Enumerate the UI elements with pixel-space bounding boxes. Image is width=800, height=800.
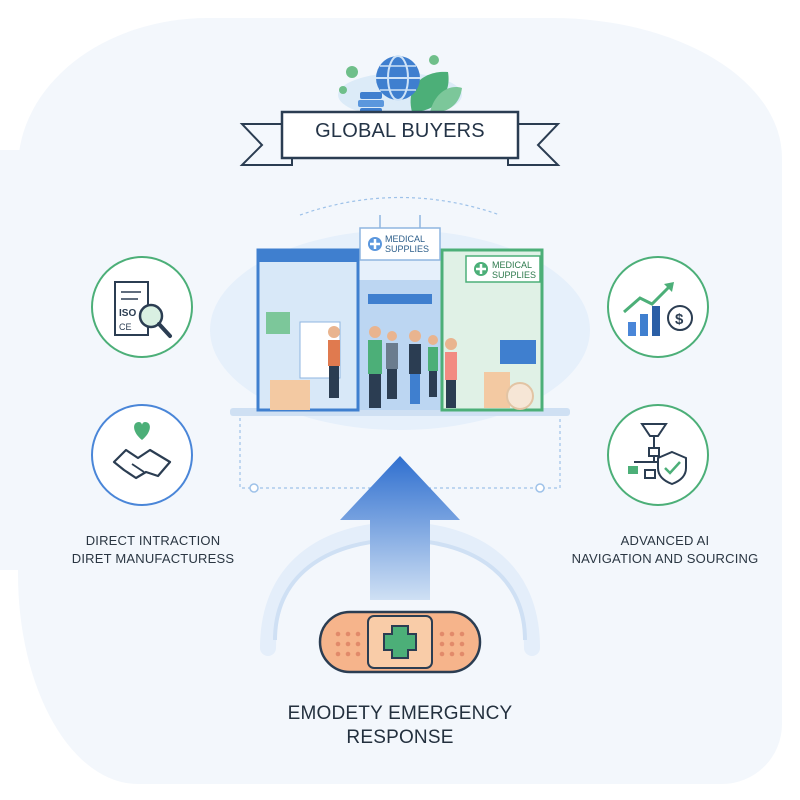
right-feature-line-2: NAVIGATION AND SOURCING (571, 551, 759, 566)
funnel-network-icon (628, 423, 668, 479)
banner-ribbon (239, 110, 561, 166)
top-sign-line-2: SUPPLIES (385, 244, 430, 254)
right-sign-line-2: SUPPLIES (492, 270, 537, 280)
ai-circle (607, 404, 709, 506)
leaf-icon (410, 71, 462, 113)
right-feature-text: ADVANCED AI NAVIGATION AND SOURCING (560, 532, 770, 568)
right-feature-line-1: ADVANCED AI (620, 533, 710, 548)
bandage-icon (318, 610, 482, 674)
left-feature-text: DIRECT INTRACTION DIRET MANUFACTURESS (38, 532, 268, 568)
shield-check-icon (657, 450, 687, 486)
up-arrow-icon (260, 456, 540, 656)
svg-text:$: $ (675, 311, 684, 328)
iso-circle: ISO CE (91, 256, 193, 358)
booth-illustration (210, 196, 590, 493)
right-sign-line-1: MEDICAL (492, 260, 533, 270)
banner-title: GLOBAL BUYERS (315, 120, 485, 142)
left-feature-line-1: DIRECT INTRACTION (85, 533, 221, 548)
chart-dollar-icon: $ (623, 282, 693, 336)
top-sign-label: MEDICAL SUPPLIES (385, 234, 429, 254)
background-blob-left (0, 150, 120, 570)
svg-text:CE: CE (119, 322, 132, 332)
magnifier-icon (138, 303, 172, 338)
iso-certificate-icon: ISO CE (114, 281, 149, 336)
chart-circle: $ (607, 256, 709, 358)
bottom-caption: EMODETY EMERGENCY RESPONSE (240, 702, 560, 750)
heart-icon (134, 422, 150, 440)
globe-cluster (338, 55, 462, 117)
right-sign-label: MEDICAL SUPPLIES (492, 260, 536, 280)
top-sign-line-1: MEDICAL (385, 234, 426, 244)
svg-text:ISO: ISO (119, 308, 136, 319)
left-feature-line-2: DIRET MANUFACTURESS (71, 551, 235, 566)
bottom-caption-line-1: EMODETY EMERGENCY (287, 703, 513, 724)
handshake-circle (91, 404, 193, 506)
bottom-caption-line-2: RESPONSE (346, 727, 454, 748)
handshake-icon (112, 448, 172, 480)
globe-icon (376, 55, 420, 101)
